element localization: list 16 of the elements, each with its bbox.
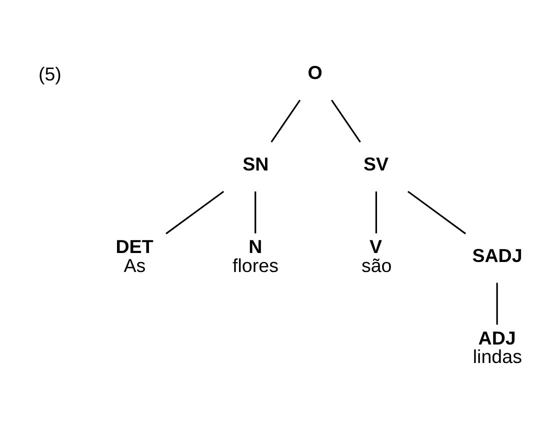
node-text: DET As [116,236,154,276]
label: (5) [38,63,62,84]
connector [254,190,256,233]
connector [496,282,498,324]
node-text: V são [361,236,392,276]
node-text: SADJ [472,244,522,266]
node-text: N flores [232,236,278,276]
connector [270,99,301,142]
connector [408,190,466,234]
connector [166,190,224,234]
connector [331,99,361,142]
connector [375,190,378,233]
node-text: O [308,62,322,83]
node-text: SV [363,152,389,174]
node-text: ADJ lindas [472,326,522,367]
node-text: SN [242,152,269,174]
